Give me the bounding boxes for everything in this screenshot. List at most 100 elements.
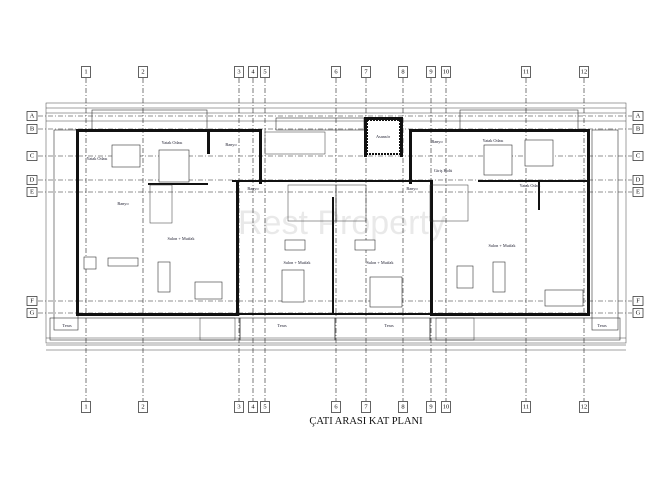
- axis-bubble-8: 8: [398, 66, 408, 78]
- furniture: [83, 139, 584, 308]
- bed-right-2: [524, 139, 554, 167]
- elevator-shaft: [366, 119, 401, 155]
- axis-bubble-G: G: [26, 308, 38, 318]
- axis-label: 10: [443, 69, 450, 76]
- axis-bubble-A: A: [632, 111, 644, 121]
- room-labels: Yatak Odası Yatak Odası Banyo Banyo Salo…: [62, 134, 607, 328]
- axis-bubble-7: 7: [361, 401, 371, 413]
- room-label: Salon + Mutfak: [167, 236, 195, 241]
- room-label: Yatak Odası: [87, 156, 109, 161]
- axis-label: 8: [401, 69, 404, 76]
- axis-bubble-7: 7: [361, 66, 371, 78]
- axis-bubble-1: 1: [81, 66, 91, 78]
- bed-left-1: [111, 144, 141, 168]
- room-label: Teras: [277, 323, 287, 328]
- axis-bubble-D: D: [26, 175, 38, 185]
- axis-label: 6: [334, 404, 338, 411]
- axis-bubble-8: 8: [398, 401, 408, 413]
- walls: [76, 117, 590, 316]
- axis-bubble-10: 10: [441, 66, 451, 78]
- axis-bubble-G: G: [632, 308, 644, 318]
- axis-bubble-6: 6: [331, 401, 341, 413]
- sofa-cr: [369, 276, 403, 308]
- axis-label: 3: [237, 69, 240, 76]
- armchair-left: [83, 256, 97, 270]
- axis-label: 7: [364, 404, 368, 411]
- axis-label: 4: [251, 69, 255, 76]
- room-label: Teras: [62, 323, 72, 328]
- axis-label: 6: [334, 69, 338, 76]
- axis-bubble-12: 12: [579, 401, 589, 413]
- axis-bubble-9: 9: [426, 401, 436, 413]
- axis-label: F: [636, 298, 640, 305]
- axis-label: C: [636, 153, 640, 160]
- axis-bubble-10: 10: [441, 401, 451, 413]
- axis-label: 2: [141, 69, 144, 76]
- axis-label: 7: [364, 69, 368, 76]
- axis-bubble-E: E: [26, 187, 38, 197]
- axis-bubble-3: 3: [234, 401, 244, 413]
- room-label: Teras: [384, 323, 394, 328]
- axis-label: D: [636, 177, 641, 184]
- watermark: Rest Property: [238, 204, 446, 242]
- axis-label: 8: [401, 404, 404, 411]
- room-label: Giriş Holü: [434, 168, 453, 173]
- axis-bubble-2: 2: [138, 66, 148, 78]
- room-label: Banyo: [225, 142, 236, 147]
- dining-table-cl: [284, 239, 306, 251]
- sofa-cl: [281, 269, 305, 303]
- dining-table-left: [157, 261, 171, 293]
- room-label: Salon + Mutfak: [488, 243, 516, 248]
- kitchen-island-left: [194, 281, 223, 300]
- axis-label: 1: [84, 404, 87, 411]
- axis-label: E: [30, 189, 34, 196]
- axis-label: D: [30, 177, 35, 184]
- axis-bubble-11: 11: [521, 401, 531, 413]
- room-label: Banyo: [117, 201, 128, 206]
- dining-table-cr: [354, 239, 376, 251]
- terraces: [49, 317, 621, 341]
- room-label: Salon + Mutfak: [283, 260, 311, 265]
- room-label: Yatak Odası: [483, 138, 505, 143]
- axis-label: F: [30, 298, 34, 305]
- axis-bubble-9: 9: [426, 66, 436, 78]
- axis-label: 12: [581, 404, 588, 411]
- room-label: Salon + Mutfak: [366, 260, 394, 265]
- axis-bubble-12: 12: [579, 66, 589, 78]
- axis-bubble-F: F: [632, 296, 644, 306]
- room-label: Banyo: [247, 186, 258, 191]
- axis-label: A: [636, 113, 641, 120]
- room-label: Teras: [597, 323, 607, 328]
- room-label: Yatak Odası: [520, 183, 542, 188]
- axis-label: 1: [84, 69, 87, 76]
- axis-label: B: [636, 126, 641, 133]
- axis-label: 2: [141, 404, 144, 411]
- axis-label: A: [30, 113, 35, 120]
- axis-label: G: [636, 310, 641, 317]
- axis-bubble-C: C: [632, 151, 644, 161]
- axis-bubble-3: 3: [234, 66, 244, 78]
- axis-bubble-5: 5: [260, 401, 270, 413]
- axis-label: 10: [443, 404, 450, 411]
- axis-label: E: [636, 189, 640, 196]
- axis-label: 9: [429, 404, 432, 411]
- axis-label: G: [30, 310, 35, 317]
- axis-bubble-D: D: [632, 175, 644, 185]
- axis-label: 3: [237, 404, 240, 411]
- plan-title: ÇATI ARASI KAT PLANI: [309, 416, 423, 427]
- room-label: Yatak Odası: [162, 140, 184, 145]
- axis-bubble-11: 11: [521, 66, 531, 78]
- axis-bubble-4: 4: [248, 401, 258, 413]
- stairs: [149, 131, 475, 341]
- axis-bubble-B: B: [632, 124, 644, 134]
- axis-bubble-1: 1: [81, 401, 91, 413]
- axis-label: 11: [523, 69, 529, 76]
- axis-bubble-6: 6: [331, 66, 341, 78]
- bed-right-1: [483, 144, 513, 176]
- axis-label: 11: [523, 404, 529, 411]
- axis-bubble-F: F: [26, 296, 38, 306]
- room-label: Banyo: [431, 139, 442, 144]
- axis-label: 9: [429, 69, 432, 76]
- sofa-left: [107, 257, 139, 267]
